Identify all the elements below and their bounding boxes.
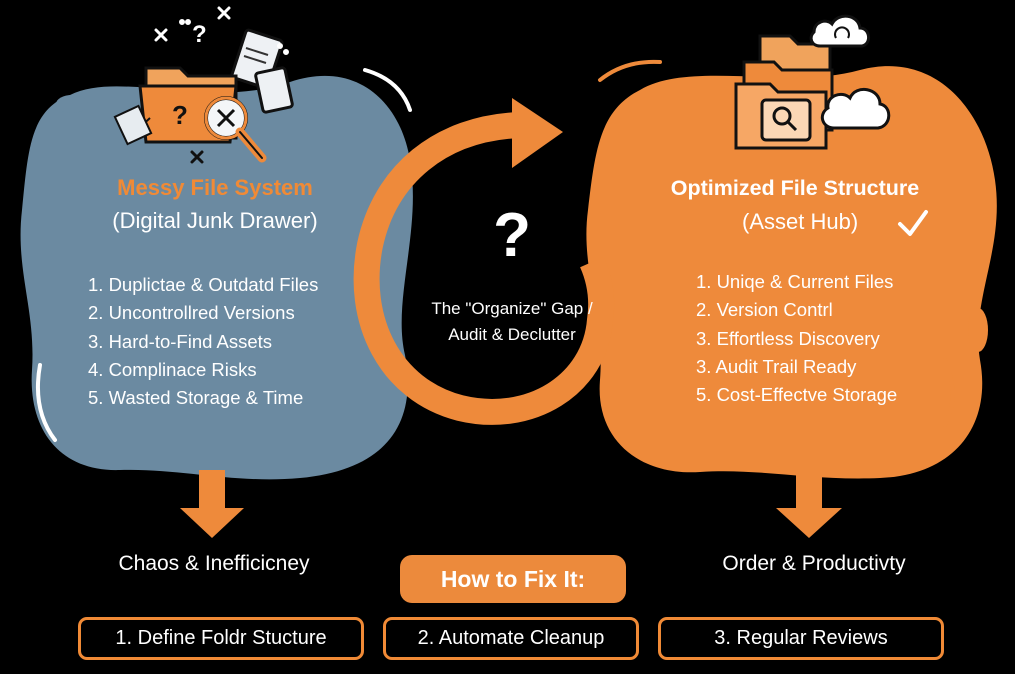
- folder-magnifier-icon: [734, 34, 834, 150]
- left-panel-subtitle: (Digital Junk Drawer): [112, 208, 318, 233]
- svg-text:?: ?: [192, 21, 207, 48]
- svg-text:?: ?: [172, 100, 188, 130]
- checkmark-icon: [898, 210, 928, 236]
- list-item: 5. Cost-Effectve Storage: [696, 384, 898, 406]
- left-blob: [20, 75, 413, 480]
- list-item: 3. Effortless Discovery: [696, 327, 880, 349]
- list-item: 3. Hard-to-Find Assets: [88, 330, 273, 352]
- right-outcome: Order & Productivty: [722, 552, 906, 575]
- left-blob-drip: [56, 95, 88, 113]
- left-arc-bottom: [35, 363, 57, 442]
- right-blob-drip: [968, 308, 988, 352]
- list-item: 1. Uniqe & Current Files: [696, 271, 894, 292]
- center-question-mark: ?: [493, 201, 531, 270]
- fix-banner: How to Fix It:: [400, 555, 626, 603]
- magnifier-x-icon: [204, 96, 267, 163]
- down-arrow-icon-left: [180, 470, 244, 538]
- list-item: 3. Audit Trail Ready: [696, 355, 857, 377]
- right-arc-bottom: [943, 358, 955, 427]
- list-item: 2. Uncontrollred Versions: [88, 302, 295, 324]
- right-panel-subtitle: (Asset Hub): [742, 209, 859, 234]
- left-panel-title: Messy File System: [117, 175, 313, 200]
- list-item: 4. Complinace Risks: [88, 358, 257, 380]
- down-arrow-icon-right: [776, 470, 842, 538]
- cycle-arrow-icon: [353, 98, 615, 425]
- step-regular-reviews: 3. Regular Reviews: [658, 617, 944, 660]
- right-blob: [586, 66, 997, 479]
- left-outcome: Chaos & Inefficicney: [118, 552, 310, 575]
- step-define-folder-structure: 1. Define Foldr Stucture: [78, 617, 364, 660]
- list-item: 5. Wasted Storage & Time: [88, 387, 304, 409]
- right-arc-top: [598, 59, 662, 82]
- center-label-line1: The "Organize" Gap /: [431, 299, 593, 318]
- cloud-icon: [820, 88, 891, 130]
- right-panel-title: Optimized File Structure: [670, 176, 920, 200]
- right-panel-list: 1. Uniqe & Current Files 2. Version Cont…: [696, 268, 897, 409]
- list-item: 2. Version Contrl: [696, 299, 833, 321]
- center-label-line2: Audit & Declutter: [448, 325, 576, 344]
- left-panel-list: 1. Duplictae & Outdatd Files 2. Uncontro…: [88, 271, 318, 412]
- step-automate-cleanup: 2. Automate Cleanup: [383, 617, 639, 660]
- list-item: 1. Duplictae & Outdatd Files: [88, 274, 319, 295]
- cloud-sync-icon: [809, 14, 870, 48]
- left-arc-top: [363, 68, 412, 112]
- scattered-documents-icon: ?: [154, 6, 289, 164]
